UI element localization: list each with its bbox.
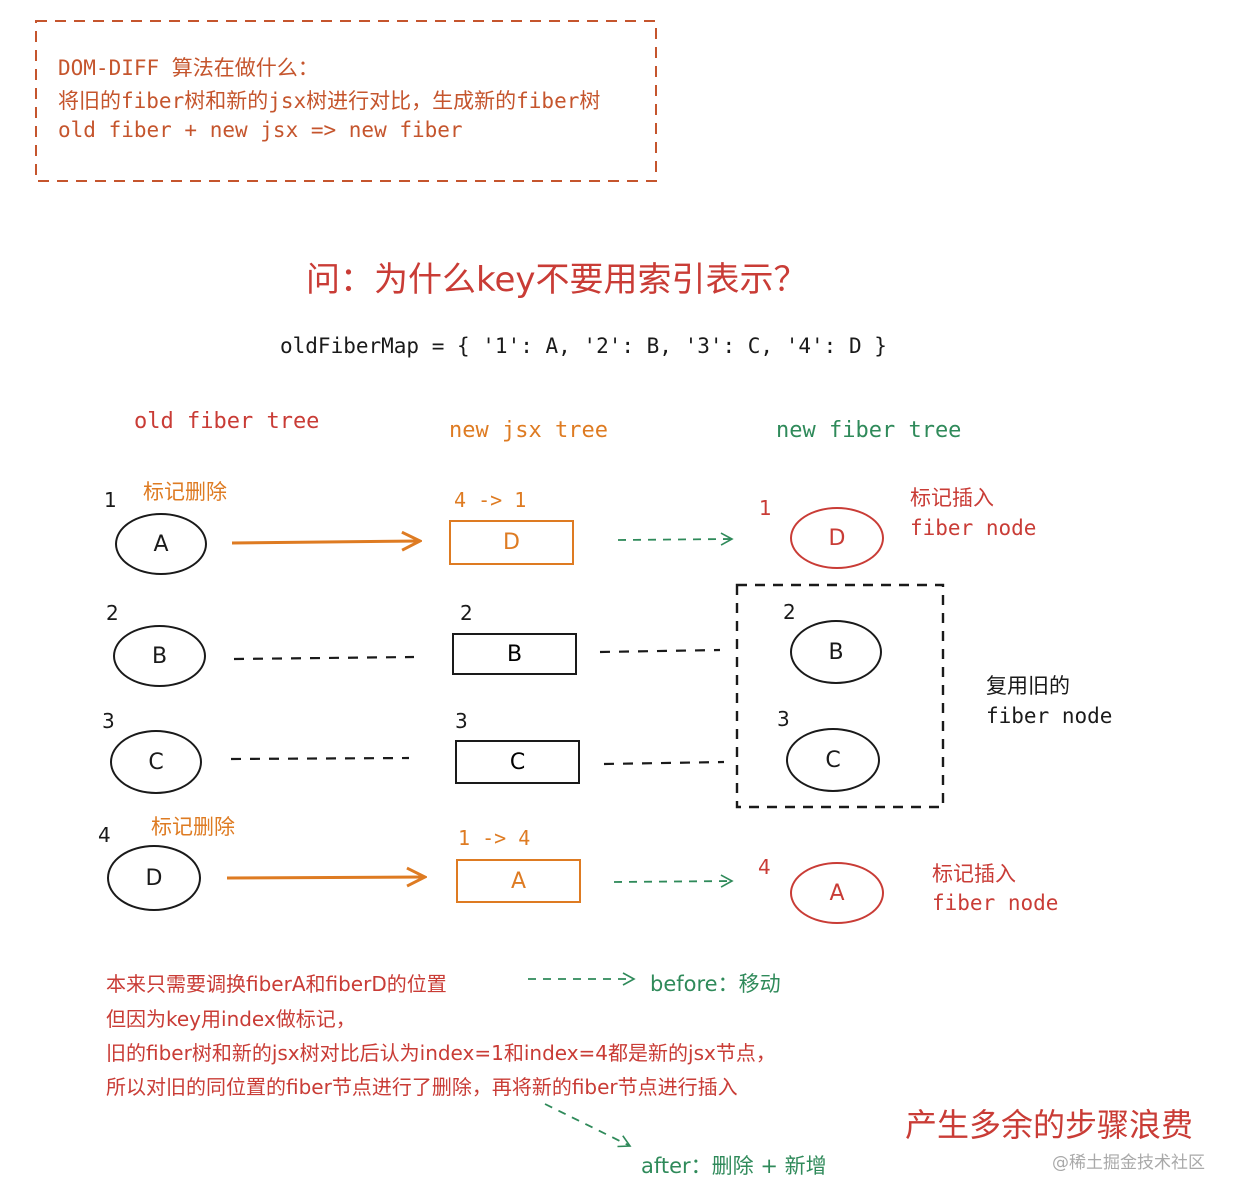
old-node-b: B xyxy=(113,625,206,687)
reuse-frame xyxy=(735,583,945,809)
after-label: after：删除 + 新增 xyxy=(641,1154,827,1178)
question-title: 问：为什么key不要用索引表示？ xyxy=(306,260,808,300)
insert-arrow-a xyxy=(613,874,734,888)
new-note-insert-1: 标记插入 xyxy=(910,486,994,510)
intro-line-2: 将旧的fiber树和新的jsx树进行对比，生成新的fiber树 xyxy=(58,89,601,113)
jsx-node-c-label: C xyxy=(509,749,526,775)
jsx-node-a: A xyxy=(456,859,581,903)
old-note-delete-4: 标记删除 xyxy=(151,815,235,839)
old-node-b-label: B xyxy=(151,643,168,669)
before-label: before：移动 xyxy=(650,972,781,996)
explanation-line-3: 旧的fiber树和新的jsx树对比后认为index=1和index=4都是新的j… xyxy=(106,1041,776,1065)
conclusion-text: 产生多余的步骤浪费 xyxy=(905,1106,1194,1144)
jsx-node-c: C xyxy=(455,740,580,784)
jsx-index-3: 3 xyxy=(455,709,468,733)
new-node-b-label: B xyxy=(828,639,844,665)
new-index-2: 2 xyxy=(783,600,796,624)
connector-new-b xyxy=(599,648,721,654)
jsx-node-d-label: D xyxy=(503,530,520,555)
jsx-index-2: 2 xyxy=(460,601,473,625)
old-index-2: 2 xyxy=(106,601,119,625)
connector-new-c xyxy=(603,760,725,766)
new-index-4: 4 xyxy=(758,855,771,879)
new-note-fiber-node-1: fiber node xyxy=(910,516,1037,540)
new-index-3: 3 xyxy=(777,707,790,731)
connector-old-c xyxy=(230,756,410,761)
watermark: @稀土掘金技术社区 xyxy=(1052,1153,1205,1173)
jsx-node-b-label: B xyxy=(506,641,523,667)
explanation-line-2: 但因为key用index做标记， xyxy=(106,1007,356,1031)
reuse-note-line-2: fiber node xyxy=(986,704,1113,728)
intro-frame xyxy=(35,20,657,182)
new-node-b: B xyxy=(790,620,882,684)
new-index-1: 1 xyxy=(759,496,772,520)
new-node-d-label: D xyxy=(828,525,846,551)
new-note-fiber-node-4: fiber node xyxy=(932,891,1059,915)
jsx-node-b: B xyxy=(452,633,577,675)
jsx-node-d: D xyxy=(449,520,574,565)
old-node-c: C xyxy=(110,730,202,794)
new-node-c: C xyxy=(786,728,880,792)
new-node-c-label: C xyxy=(825,747,841,773)
new-node-d: D xyxy=(790,507,884,569)
intro-line-3: old fiber + new jsx => new fiber xyxy=(58,118,463,142)
old-node-c-label: C xyxy=(148,749,164,775)
column-old-fiber-tree: old fiber tree xyxy=(134,409,320,434)
jsx-node-a-label: A xyxy=(510,868,527,894)
after-arrow xyxy=(544,1103,632,1148)
old-node-a: A xyxy=(115,513,207,575)
explanation-line-1: 本来只需要调换fiberA和fiberD的位置 xyxy=(106,972,447,996)
insert-arrow-d xyxy=(617,532,734,546)
old-node-d: D xyxy=(107,845,201,911)
old-fiber-map: oldFiberMap = { '1': A, '2': B, '3': C, … xyxy=(280,334,887,358)
old-node-a-label: A xyxy=(153,531,169,557)
jsx-index-change-4: 1 -> 4 xyxy=(458,826,531,850)
new-note-insert-4: 标记插入 xyxy=(932,862,1016,886)
column-new-fiber-tree: new fiber tree xyxy=(776,418,962,443)
old-index-1: 1 xyxy=(104,488,117,512)
delete-arrow-d xyxy=(226,877,425,878)
column-new-jsx-tree: new jsx tree xyxy=(449,418,608,443)
old-node-d-label: D xyxy=(145,865,163,891)
old-index-3: 3 xyxy=(102,709,115,733)
old-index-4: 4 xyxy=(98,823,111,847)
connector-old-b xyxy=(233,655,415,661)
new-node-a-label: A xyxy=(829,880,845,906)
explanation-line-4: 所以对旧的同位置的fiber节点进行了删除，再将新的fiber节点进行插入 xyxy=(106,1075,738,1099)
intro-line-1: DOM-DIFF 算法在做什么： xyxy=(58,56,319,80)
jsx-index-change-1: 4 -> 1 xyxy=(454,488,527,512)
old-note-delete-1: 标记删除 xyxy=(143,480,227,504)
delete-arrow-a xyxy=(231,541,420,543)
new-node-a: A xyxy=(790,862,884,924)
reuse-note-line-1: 复用旧的 xyxy=(986,674,1070,698)
